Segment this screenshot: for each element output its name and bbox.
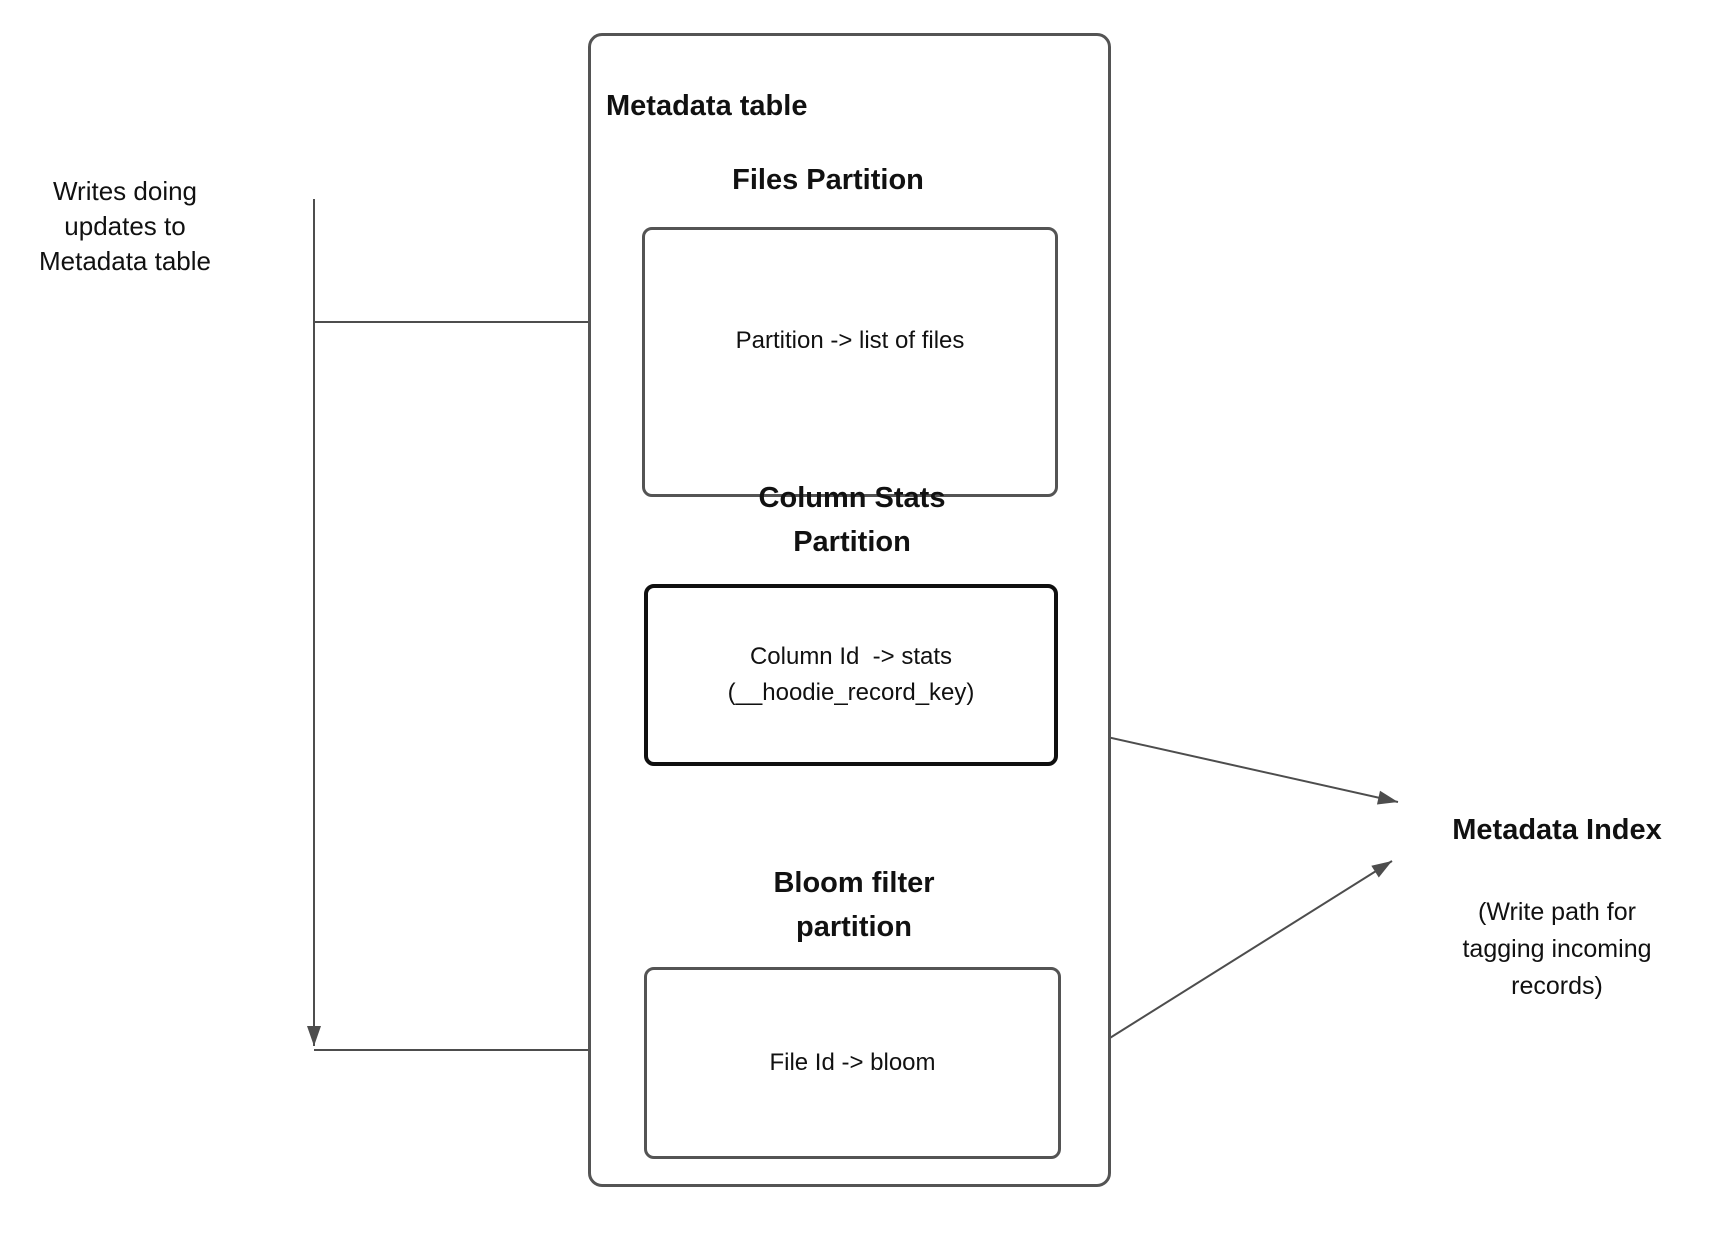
files-partition-heading: Files Partition bbox=[732, 164, 924, 196]
metadata-table-title: Metadata table bbox=[606, 90, 808, 122]
column-stats-heading: Column Stats Partition bbox=[758, 482, 946, 558]
bloom-filter-box: File Id -> bloom bbox=[644, 967, 1061, 1159]
writes-note: Writes doing updates to Metadata table bbox=[38, 176, 211, 276]
files-partition-box-text: Partition -> list of files bbox=[735, 327, 965, 354]
column-stats-box: Column Id -> stats (__hoodie_record_key) bbox=[644, 584, 1058, 766]
bloom-filter-box-text: File Id -> bloom bbox=[769, 1049, 936, 1076]
files-partition-box: Partition -> list of files bbox=[642, 227, 1058, 497]
metadata-index-subtitle: (Write path for tagging incoming records… bbox=[1462, 898, 1652, 1000]
column-stats-box-text: Column Id -> stats (__hoodie_record_key) bbox=[727, 643, 975, 706]
bloom-to-index-arrow bbox=[1061, 860, 1393, 1069]
bloom-filter-heading: Bloom filter partition bbox=[773, 867, 935, 943]
metadata-index-title: Metadata Index bbox=[1452, 814, 1662, 846]
